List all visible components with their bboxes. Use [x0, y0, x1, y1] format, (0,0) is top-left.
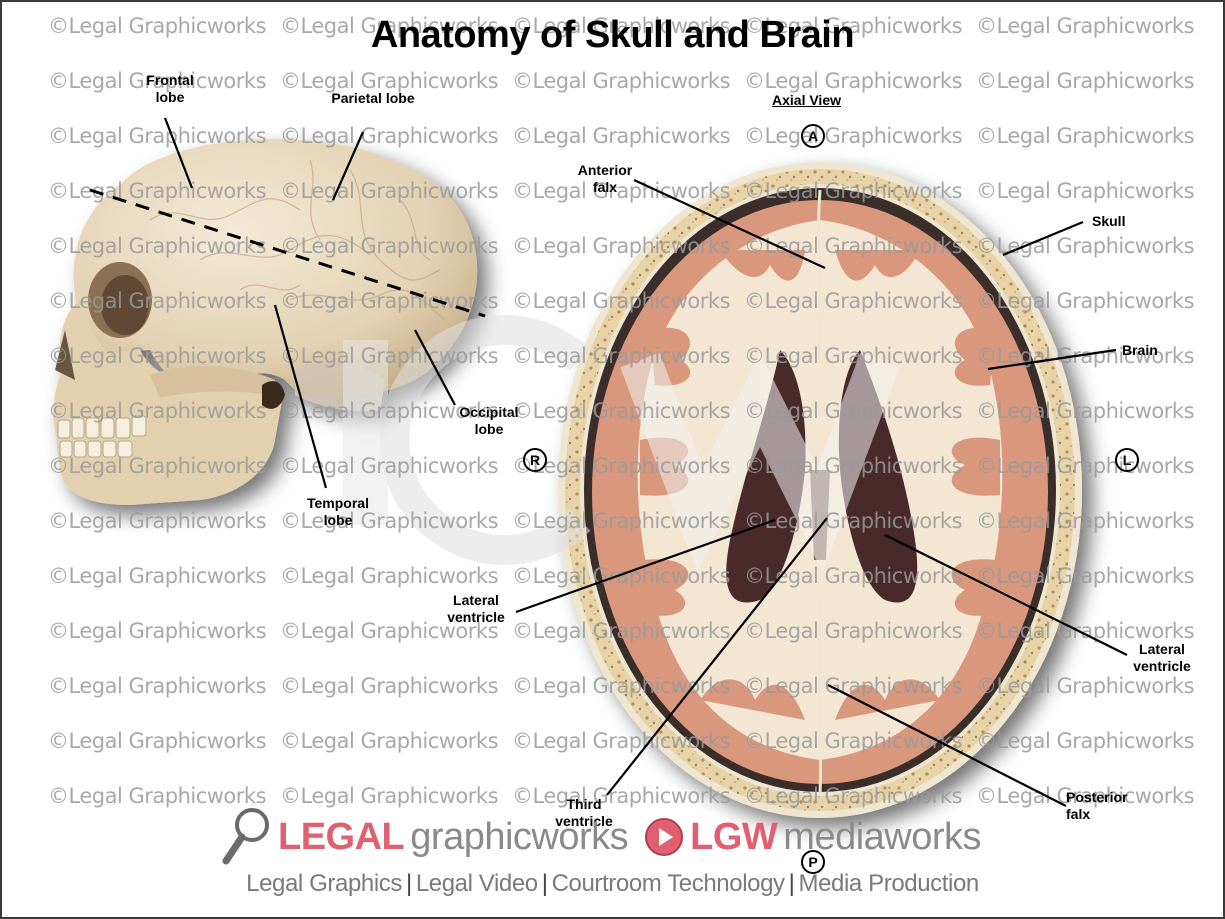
brand-legal-text: LEGAL: [278, 815, 405, 858]
tagline-item: Legal Video: [415, 870, 538, 897]
orientation-anterior-marker: A: [801, 124, 825, 148]
brand-lgw-text: LGW: [690, 815, 778, 858]
tagline-item: Courtroom Technology: [551, 870, 785, 897]
footer-tagline: Legal Graphics|Legal Video|Courtroom Tec…: [246, 870, 979, 897]
orientation-left-marker: L: [1115, 448, 1139, 472]
footer-brand: LEGAL graphicworks LGW mediaworks: [220, 808, 982, 865]
lateral-skull: [52, 139, 478, 505]
label-brain: Brain: [1122, 342, 1158, 358]
label-third-ventricle: Third ventricle: [555, 796, 613, 829]
tagline-item: Legal Graphics: [246, 870, 402, 897]
play-icon: [645, 818, 684, 856]
label-anterior-falx: Anterior falx: [577, 162, 633, 195]
label-temporal-lobe: Temporal lobe: [307, 495, 369, 528]
page-title: Anatomy of Skull and Brain: [370, 14, 855, 56]
label-posterior-falx: Posterior falx: [1066, 789, 1128, 822]
lgw-watermark-logo: [343, 315, 900, 573]
magnifier-icon: [222, 808, 269, 865]
tagline-item: Media Production: [798, 870, 979, 897]
orientation-right-marker: R: [523, 448, 547, 472]
label-frontal-lobe: Frontal lobe: [146, 72, 194, 105]
label-lateral-ventricle-right: Lateral ventricle: [1133, 641, 1191, 674]
brand-graphicworks-text: graphicworks: [410, 815, 629, 858]
label-lateral-ventricle-left: Lateral ventricle: [447, 592, 505, 625]
label-skull: Skull: [1092, 213, 1126, 229]
label-parietal-lobe: Parietal lobe: [331, 90, 415, 106]
brand-mediaworks-text: mediaworks: [783, 815, 982, 858]
label-occipital-lobe: Occipital lobe: [459, 404, 519, 437]
axial-view-heading: Axial View: [772, 92, 842, 108]
orientation-posterior-marker: P: [801, 850, 825, 874]
